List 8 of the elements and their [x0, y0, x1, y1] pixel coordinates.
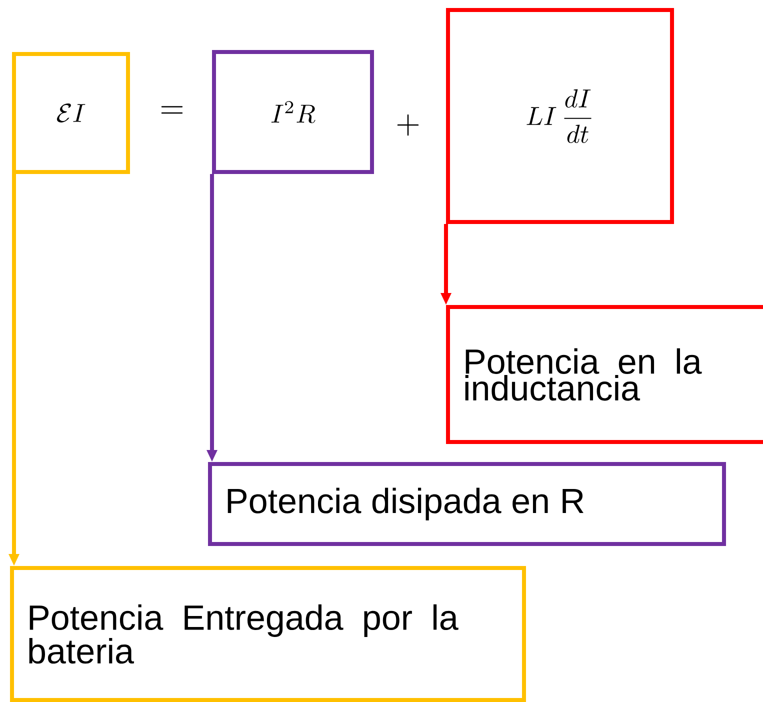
formula-box: $I^2R$	[212, 50, 374, 174]
formula-box: $LI\,\frac{dI}{dt}$	[446, 8, 674, 224]
text-box: Potencia disipada en R	[208, 462, 726, 546]
text-box: Potencia Entregada por la bateria	[10, 566, 526, 702]
operator-sign: $+$	[397, 114, 419, 136]
operator-sign: $=$	[161, 106, 183, 114]
formula-box: $\mathcal{E}I$	[12, 52, 130, 174]
text-box: Potencia en la inductancia	[446, 305, 763, 444]
